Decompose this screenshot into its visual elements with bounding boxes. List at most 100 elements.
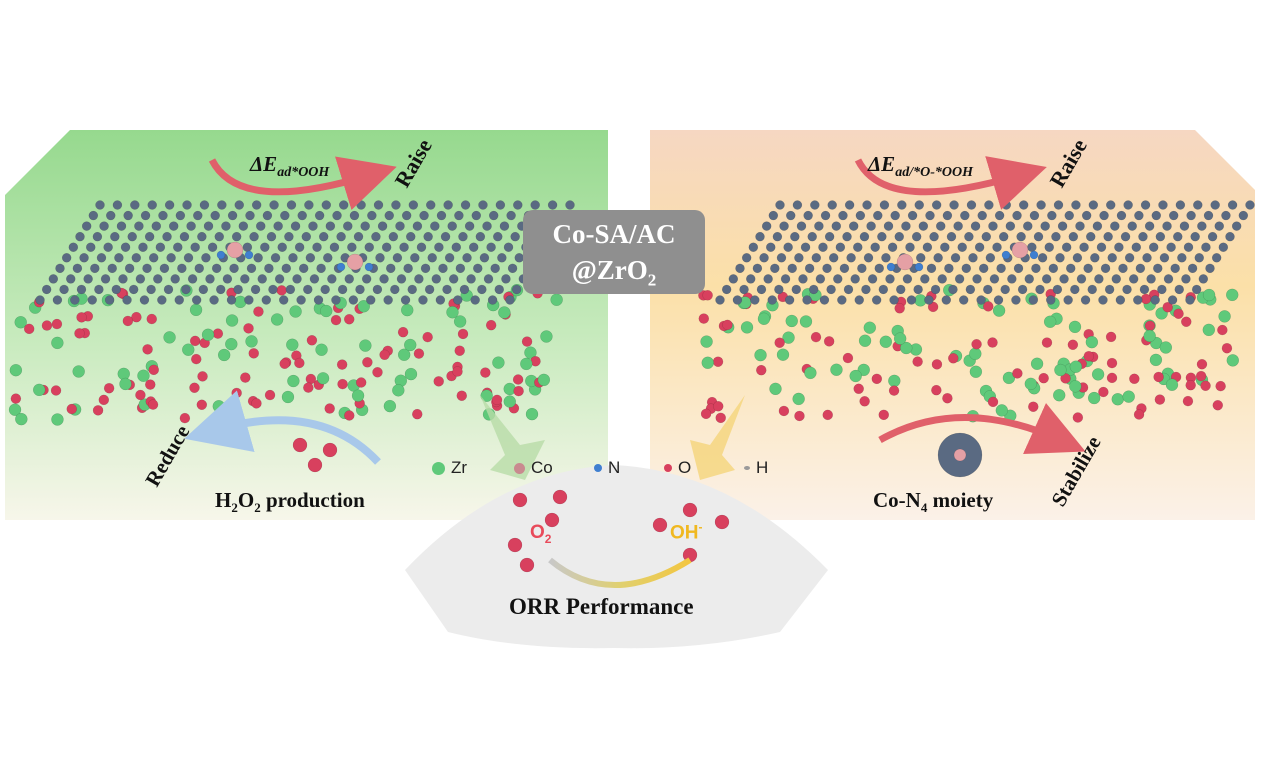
c-atom	[815, 274, 826, 284]
c-atom	[262, 210, 273, 221]
zr-atom	[830, 363, 843, 377]
c-atom	[949, 200, 959, 210]
c-atom	[1245, 200, 1255, 210]
c-atom	[826, 284, 836, 295]
c-atom	[473, 263, 483, 274]
c-atom	[866, 221, 876, 231]
zr-atom	[1226, 354, 1240, 367]
c-atom	[1023, 221, 1033, 231]
c-atom	[158, 210, 168, 221]
c-atom	[162, 231, 172, 242]
o-atom	[196, 399, 208, 410]
c-atom	[1179, 221, 1190, 231]
zr-atom	[51, 413, 64, 426]
o-atom	[480, 367, 491, 378]
c-atom	[364, 242, 375, 252]
c-atom	[1017, 284, 1028, 295]
c-atom	[957, 242, 967, 252]
c-atom	[443, 200, 453, 210]
c-atom	[776, 253, 787, 263]
o-atom	[842, 352, 854, 364]
c-atom	[325, 221, 336, 231]
c-atom	[1114, 242, 1124, 252]
o-atom	[1212, 399, 1224, 411]
zr-atom	[182, 343, 195, 356]
c-atom	[1193, 200, 1203, 210]
o-atom	[1067, 339, 1079, 350]
c-atom	[400, 295, 411, 305]
o-atom	[982, 301, 994, 312]
c-atom	[470, 295, 480, 305]
o-atom	[698, 313, 710, 324]
c-atom	[495, 200, 506, 210]
o-atom	[774, 337, 785, 348]
o-molecule-atom	[307, 457, 323, 473]
c-atom	[890, 210, 900, 221]
zr-atom	[32, 383, 46, 397]
c-atom	[1016, 231, 1026, 242]
t: moiety	[927, 488, 994, 512]
n-atom	[1029, 250, 1039, 260]
zr-atom	[1068, 320, 1082, 334]
zr-atom	[212, 400, 226, 413]
orr-fan-background	[405, 465, 828, 649]
c-atom	[168, 221, 179, 231]
o-atom	[715, 412, 726, 424]
c-atom	[783, 242, 793, 252]
c-atom	[937, 274, 947, 284]
o-molecule-atom	[292, 437, 308, 453]
c-atom	[1144, 221, 1155, 231]
o-atom	[66, 403, 77, 415]
c-atom	[1124, 253, 1135, 263]
o-atom	[931, 359, 943, 370]
o-atom	[1185, 379, 1196, 391]
o-atom	[23, 323, 35, 335]
c-atom	[1000, 284, 1010, 295]
zr-atom	[1159, 341, 1173, 354]
o-atom	[942, 392, 953, 404]
c-atom	[922, 242, 933, 252]
c-atom	[960, 210, 970, 221]
zr-atom	[776, 348, 790, 361]
legend-label: N	[608, 458, 621, 477]
c-atom	[905, 242, 915, 252]
zr-atom	[1052, 388, 1066, 402]
c-atom	[1068, 231, 1079, 242]
zr-atom	[383, 399, 397, 413]
c-atom	[837, 295, 847, 305]
c-atom	[135, 274, 146, 284]
zr-atom	[537, 373, 551, 387]
o-atom	[823, 336, 835, 347]
c-atom	[377, 221, 388, 231]
delta-e: ΔE	[250, 152, 278, 176]
c-atom	[1151, 210, 1162, 221]
o-atom	[712, 356, 724, 367]
c-atom	[116, 221, 127, 231]
c-atom	[850, 274, 860, 284]
zr-atom	[289, 305, 302, 318]
o-atom	[512, 374, 524, 385]
c-atom	[968, 253, 978, 263]
c-atom	[55, 263, 65, 274]
energy-label-right: ΔEad/*O-*OOH	[868, 152, 973, 181]
c-atom	[721, 284, 732, 295]
c-atom	[1133, 295, 1143, 305]
c-atom	[332, 210, 342, 221]
c-atom	[124, 263, 135, 274]
n-atom	[336, 262, 346, 272]
c-atom	[447, 221, 457, 231]
legend-h: H	[744, 458, 768, 478]
o-atom	[1217, 324, 1228, 336]
c-atom	[984, 200, 994, 210]
c-atom	[1146, 274, 1156, 284]
c-atom	[1061, 242, 1072, 252]
c-atom	[365, 295, 376, 305]
c-atom	[855, 210, 866, 221]
zr-atom	[225, 337, 238, 351]
o-atom	[485, 319, 497, 331]
zr-atom	[453, 315, 467, 328]
c-atom	[844, 200, 855, 210]
c-atom	[403, 263, 413, 274]
c-atom	[1028, 295, 1039, 305]
c-atom	[983, 284, 993, 295]
